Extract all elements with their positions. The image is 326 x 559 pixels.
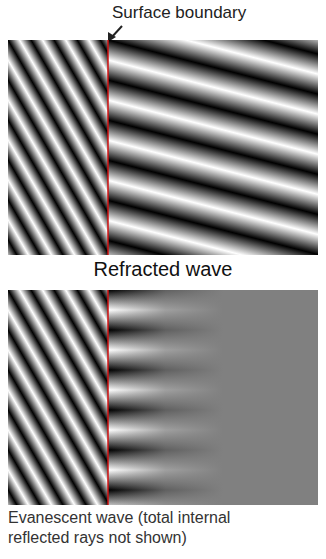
refracted-wave-panel [8,40,318,255]
evanescent-wave-panel [8,290,318,505]
panel-title: Refracted wave [8,257,318,282]
boundary-label: Surface boundary [112,2,322,23]
panel-caption: Evanescent wave (total internal reflecte… [8,508,258,548]
